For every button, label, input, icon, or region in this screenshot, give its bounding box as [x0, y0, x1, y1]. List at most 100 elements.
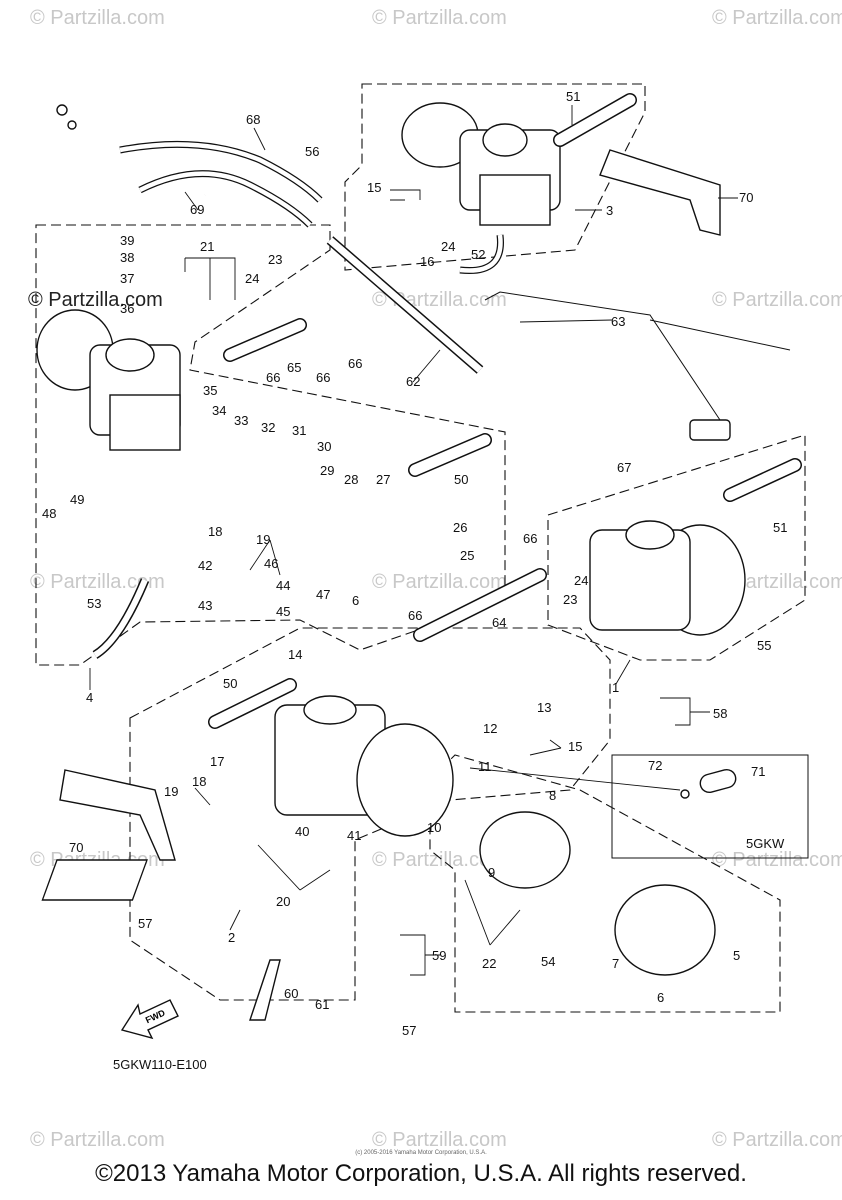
- callout-26: 26: [453, 520, 467, 535]
- callout-66: 66: [316, 370, 330, 385]
- diagram-code: 5GKW110-E100: [113, 1057, 207, 1072]
- callout-39: 39: [120, 233, 134, 248]
- callout-8: 8: [549, 788, 556, 803]
- callout-36: 36: [120, 301, 134, 316]
- callout-10: 10: [427, 820, 441, 835]
- callout-38: 38: [120, 250, 134, 265]
- callout-46: 46: [264, 556, 278, 571]
- watermark: © Partzilla.com: [372, 849, 507, 871]
- watermark: © Partzilla.com: [30, 1129, 165, 1151]
- callout-15: 15: [568, 739, 582, 754]
- part-71-shape: [699, 768, 737, 794]
- callout-14: 14: [288, 647, 302, 662]
- variant-box-frame: [611, 754, 809, 859]
- callout-48: 48: [42, 506, 56, 521]
- callout-44: 44: [276, 578, 290, 593]
- watermark: © Partzilla.com: [372, 7, 507, 29]
- callout-52: 52: [471, 247, 485, 262]
- callout-6: 6: [352, 593, 359, 608]
- assembly-1-boundary: [547, 434, 806, 661]
- watermark: © Partzilla.com: [30, 571, 165, 593]
- callout-29: 29: [320, 463, 334, 478]
- callout-68: 68: [246, 112, 260, 127]
- watermark-dark: © Partzilla.com: [28, 289, 163, 311]
- callout-25: 25: [460, 548, 474, 563]
- callout-57: 57: [138, 916, 152, 931]
- callout-50: 50: [223, 676, 237, 691]
- assembly-8-boundary: [429, 754, 781, 1013]
- callout-32: 32: [261, 420, 275, 435]
- throttle-cables: [56, 104, 323, 228]
- callout-4: 4: [86, 690, 93, 705]
- callout-63: 63: [611, 314, 625, 329]
- callout-24: 24: [245, 271, 259, 286]
- callout-3: 3: [606, 203, 613, 218]
- callout-30: 30: [317, 439, 331, 454]
- callout-11: 11: [478, 759, 492, 774]
- carb-3-throat: [482, 123, 528, 157]
- callout-58: 58: [713, 706, 727, 721]
- callout-12: 12: [483, 721, 497, 736]
- carb-4-throat: [105, 338, 155, 372]
- callout-19: 19: [164, 784, 178, 799]
- callout-47: 47: [316, 587, 330, 602]
- callout-27: 27: [376, 472, 390, 487]
- callout-31: 31: [292, 423, 306, 438]
- callout-66: 66: [523, 531, 537, 546]
- callout-5: 5: [733, 948, 740, 963]
- callout-71: 71: [751, 764, 765, 779]
- callout-57: 57: [402, 1023, 416, 1038]
- callout-18: 18: [208, 524, 222, 539]
- assembly-3-boundary: [344, 83, 646, 271]
- callout-40: 40: [295, 824, 309, 839]
- tiny-copyright: (c) 2005-2016 Yamaha Motor Corporation, …: [355, 1150, 487, 1156]
- callout-60: 60: [284, 986, 298, 1001]
- callout-35: 35: [203, 383, 217, 398]
- callout-65: 65: [287, 360, 301, 375]
- callout-17: 17: [210, 754, 224, 769]
- fwd-arrow-icon: [120, 999, 179, 1040]
- callouts: 1 2 3 4 5 6 6 7 8 9 10 11 12 13 14 15 15…: [42, 89, 787, 1038]
- callout-41: 41: [347, 828, 361, 843]
- callout-51: 51: [773, 520, 787, 535]
- callout-37: 37: [120, 271, 134, 286]
- callout-53: 53: [87, 596, 101, 611]
- watermark: © Partzilla.com: [712, 289, 842, 311]
- carb-2-throat: [303, 695, 357, 725]
- callout-34: 34: [212, 403, 226, 418]
- callout-20: 20: [276, 894, 290, 909]
- callout-23: 23: [268, 252, 282, 267]
- part-72-shape: [680, 789, 690, 799]
- callout-42: 42: [198, 558, 212, 573]
- carb-3-bowl: [479, 174, 551, 226]
- carburetor-bodies: [36, 102, 746, 837]
- callout-55: 55: [757, 638, 771, 653]
- callout-50: 50: [454, 472, 468, 487]
- watermark: © Partzilla.com: [372, 1129, 507, 1151]
- callout-6: 6: [657, 990, 664, 1005]
- callout-24: 24: [441, 239, 455, 254]
- callout-54: 54: [541, 954, 555, 969]
- callout-49: 49: [70, 492, 84, 507]
- watermark: © Partzilla.com: [372, 571, 507, 593]
- callout-22: 22: [482, 956, 496, 971]
- callout-66: 66: [266, 370, 280, 385]
- callout-2: 2: [228, 930, 235, 945]
- assembly-2-boundary: [129, 627, 611, 1001]
- callout-70: 70: [69, 840, 83, 855]
- carb-2-diaphragm-cover: [356, 723, 454, 837]
- callout-45: 45: [276, 604, 290, 619]
- callout-18: 18: [192, 774, 206, 789]
- callout-9: 9: [488, 865, 495, 880]
- callout-13: 13: [537, 700, 551, 715]
- callout-33: 33: [234, 413, 248, 428]
- fwd-arrow: FWD: [120, 999, 179, 1040]
- callout-7: 7: [612, 956, 619, 971]
- callout-16: 16: [420, 254, 434, 269]
- callout-70: 70: [739, 190, 753, 205]
- callout-66: 66: [408, 608, 422, 623]
- watermark: © Partzilla.com: [712, 7, 842, 29]
- watermark: © Partzilla.com: [712, 849, 842, 871]
- callout-56: 56: [305, 144, 319, 159]
